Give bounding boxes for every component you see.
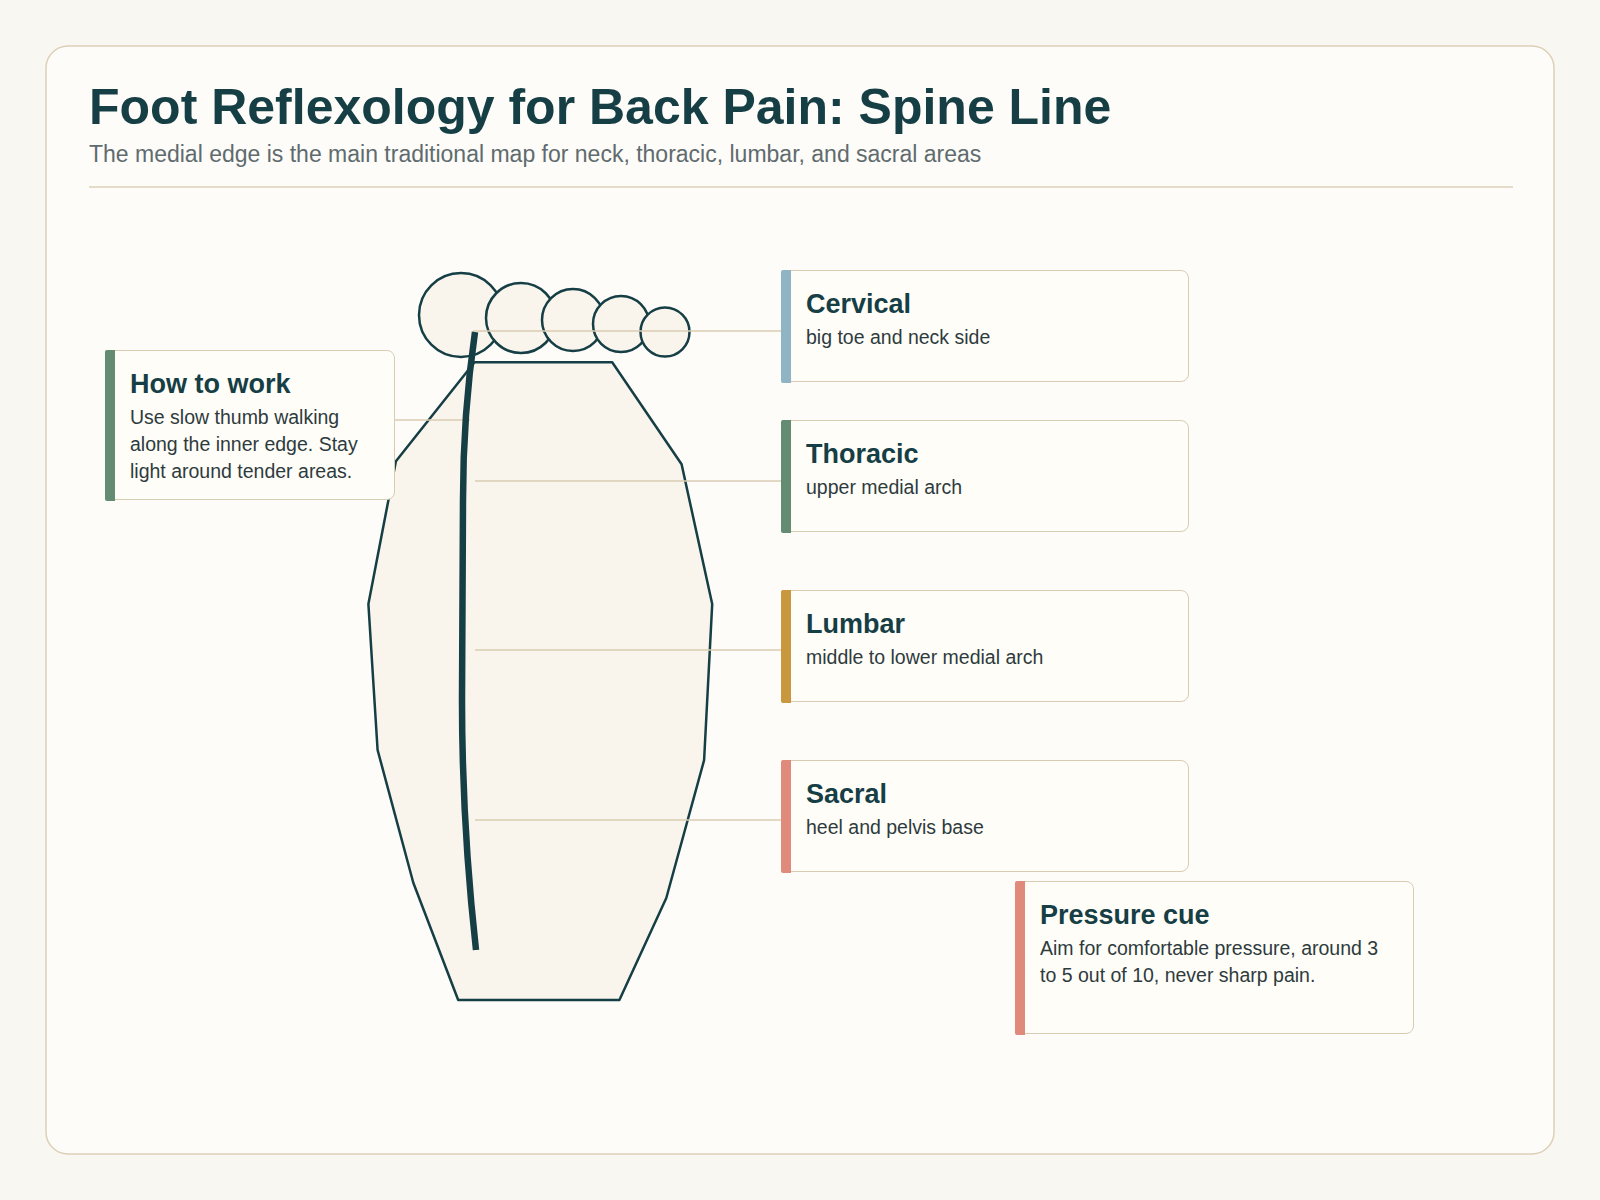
callout-heading: Cervical xyxy=(806,287,1172,321)
callout-body: big toe and neck side xyxy=(806,324,1172,351)
callout-body: heel and pelvis base xyxy=(806,814,1172,841)
callout-body: Aim for comfortable pressure, around 3 t… xyxy=(1040,935,1397,989)
leader-line xyxy=(475,819,781,821)
spine-line xyxy=(462,332,476,950)
diagram-caption: The medial edge is the main traditional … xyxy=(89,140,981,168)
callout-box: Cervical big toe and neck side xyxy=(781,270,1189,382)
accent-bar xyxy=(781,590,791,703)
accent-bar xyxy=(781,420,791,533)
leader-line xyxy=(475,649,781,651)
leader-line xyxy=(473,330,781,332)
callout-heading: How to work xyxy=(130,367,378,401)
card-frame xyxy=(46,46,1554,1154)
diagram-title: Foot Reflexology for Back Pain: Spine Li… xyxy=(89,78,1111,136)
callout-heading: Lumbar xyxy=(806,607,1172,641)
leader-line xyxy=(395,419,470,421)
callout-heading: Sacral xyxy=(806,777,1172,811)
callout-box: Lumbar middle to lower medial arch xyxy=(781,590,1189,702)
callout-body: middle to lower medial arch xyxy=(806,644,1172,671)
callout-box: Sacral heel and pelvis base xyxy=(781,760,1189,872)
leader-lines xyxy=(395,331,781,820)
accent-bar xyxy=(105,350,115,501)
callout-heading: Pressure cue xyxy=(1040,898,1397,932)
divider-line xyxy=(89,186,1513,188)
leader-line xyxy=(475,480,781,482)
accent-bar xyxy=(781,270,791,383)
callout-body: upper medial arch xyxy=(806,474,1172,501)
little-toe xyxy=(641,308,690,357)
callout-box: Pressure cueAim for comfortable pressure… xyxy=(1015,881,1414,1034)
callout-body: Use slow thumb walking along the inner e… xyxy=(130,404,378,485)
accent-bar xyxy=(781,760,791,873)
toes xyxy=(419,273,690,357)
foot-outline xyxy=(368,362,712,1000)
callout-box: How to workUse slow thumb walking along … xyxy=(105,350,395,500)
accent-bar xyxy=(1015,881,1025,1035)
callout-heading: Thoracic xyxy=(806,437,1172,471)
callout-box: Thoracic upper medial arch xyxy=(781,420,1189,532)
